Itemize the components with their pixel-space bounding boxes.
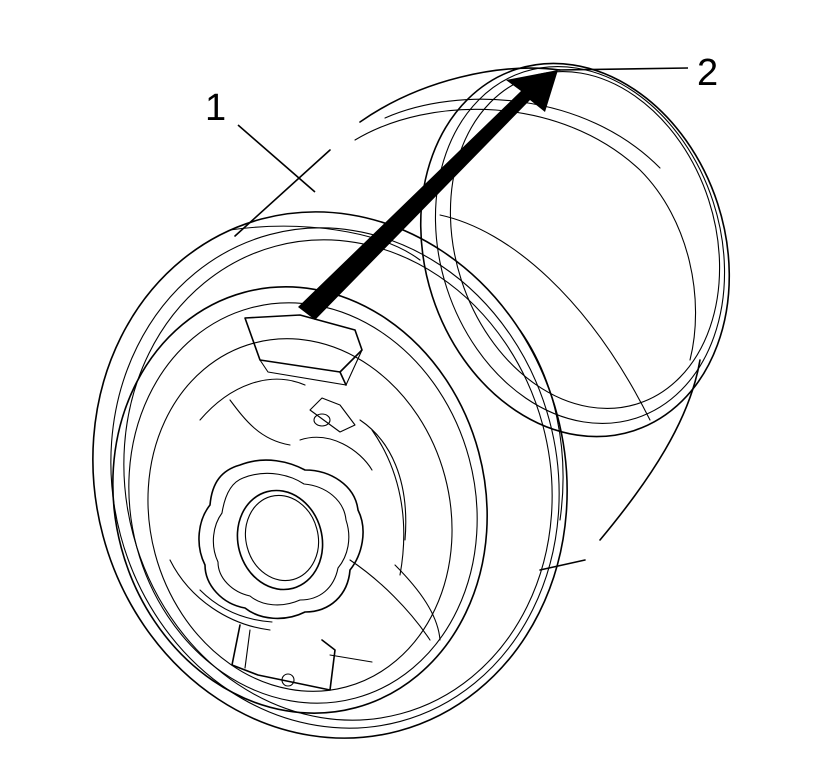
bushing-inner-core (198, 436, 373, 620)
flange-bottom-notch (231, 624, 373, 691)
callout-1-label: 1 (205, 87, 226, 129)
flange-top-notch (244, 314, 363, 386)
callout-2-leader (557, 67, 689, 71)
bushing-inner-voids (169, 378, 441, 641)
callout-2-label: 2 (697, 52, 718, 94)
direction-arrow-icon (298, 70, 558, 320)
bushing-front-flange (92, 211, 568, 739)
callout-1-leader (237, 124, 316, 193)
bushing-outer-sleeve (234, 62, 731, 571)
